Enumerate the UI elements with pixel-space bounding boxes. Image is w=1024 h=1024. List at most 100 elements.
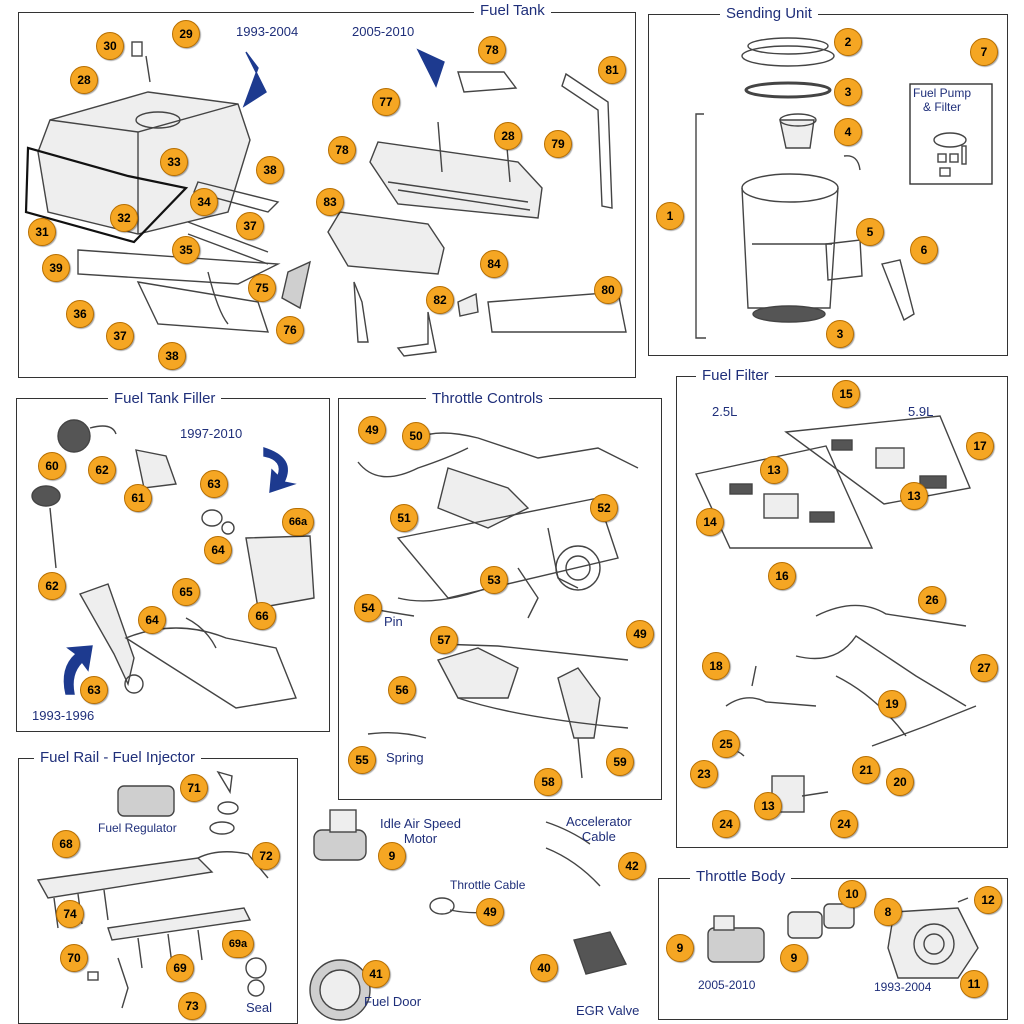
callout-25[interactable]: 25 [712, 730, 740, 758]
callout-32[interactable]: 32 [110, 204, 138, 232]
callout-66a[interactable]: 66a [282, 508, 314, 536]
callout-7[interactable]: 7 [970, 38, 998, 66]
callout-63-top[interactable]: 63 [200, 470, 228, 498]
callout-38-a[interactable]: 38 [158, 342, 186, 370]
callout-4[interactable]: 4 [834, 118, 862, 146]
callout-41[interactable]: 41 [362, 960, 390, 988]
callout-59[interactable]: 59 [606, 748, 634, 776]
callout-83[interactable]: 83 [316, 188, 344, 216]
callout-12[interactable]: 12 [974, 886, 1002, 914]
callout-15[interactable]: 15 [832, 380, 860, 408]
callout-13-c[interactable]: 13 [754, 792, 782, 820]
callout-3-top[interactable]: 3 [834, 78, 862, 106]
callout-39[interactable]: 39 [42, 254, 70, 282]
callout-57[interactable]: 57 [430, 626, 458, 654]
callout-37-b[interactable]: 37 [236, 212, 264, 240]
callout-78-a[interactable]: 78 [478, 36, 506, 64]
callout-70[interactable]: 70 [60, 944, 88, 972]
callout-68[interactable]: 68 [52, 830, 80, 858]
callout-16[interactable]: 16 [768, 562, 796, 590]
callout-72[interactable]: 72 [252, 842, 280, 870]
callout-20[interactable]: 20 [886, 768, 914, 796]
callout-73[interactable]: 73 [178, 992, 206, 1020]
fuel-door-label: Fuel Door [364, 994, 422, 1009]
callout-8[interactable]: 8 [874, 898, 902, 926]
callout-76[interactable]: 76 [276, 316, 304, 344]
callout-19[interactable]: 19 [878, 690, 906, 718]
callout-81[interactable]: 81 [598, 56, 626, 84]
callout-28-old[interactable]: 28 [70, 66, 98, 94]
callout-33[interactable]: 33 [160, 148, 188, 176]
callout-3-bottom[interactable]: 3 [826, 320, 854, 348]
callout-11[interactable]: 11 [960, 970, 988, 998]
callout-66[interactable]: 66 [248, 602, 276, 630]
callout-37-a[interactable]: 37 [106, 322, 134, 350]
callout-2[interactable]: 2 [834, 28, 862, 56]
misc-parts-drawing [309, 809, 628, 1021]
throttle-controls-title: Throttle Controls [426, 390, 549, 408]
sending-unit-drawing [695, 37, 993, 339]
callout-24-a[interactable]: 24 [712, 810, 740, 838]
callout-18[interactable]: 18 [702, 652, 730, 680]
callout-63-bottom[interactable]: 63 [80, 676, 108, 704]
callout-36[interactable]: 36 [66, 300, 94, 328]
callout-38-b[interactable]: 38 [256, 156, 284, 184]
callout-13-a[interactable]: 13 [760, 456, 788, 484]
callout-9-tb-2005[interactable]: 9 [666, 934, 694, 962]
callout-42[interactable]: 42 [618, 852, 646, 880]
callout-14[interactable]: 14 [696, 508, 724, 536]
callout-49-top[interactable]: 49 [358, 416, 386, 444]
callout-69[interactable]: 69 [166, 954, 194, 982]
callout-50[interactable]: 50 [402, 422, 430, 450]
callout-5[interactable]: 5 [856, 218, 884, 246]
callout-52[interactable]: 52 [590, 494, 618, 522]
callout-71[interactable]: 71 [180, 774, 208, 802]
callout-75[interactable]: 75 [248, 274, 276, 302]
callout-64-bottom[interactable]: 64 [138, 606, 166, 634]
callout-55[interactable]: 55 [348, 746, 376, 774]
sending-unit-panel [648, 14, 1008, 356]
callout-10[interactable]: 10 [838, 880, 866, 908]
callout-24-b[interactable]: 24 [830, 810, 858, 838]
callout-9-tb-mid[interactable]: 9 [780, 944, 808, 972]
callout-40[interactable]: 40 [530, 954, 558, 982]
callout-62-bottom[interactable]: 62 [38, 572, 66, 600]
egr-valve-label: EGR Valve [576, 1003, 640, 1018]
callout-69a[interactable]: 69a [222, 930, 254, 958]
callout-49-mid[interactable]: 49 [626, 620, 654, 648]
callout-35[interactable]: 35 [172, 236, 200, 264]
callout-53[interactable]: 53 [480, 566, 508, 594]
callout-82[interactable]: 82 [426, 286, 454, 314]
callout-64-top[interactable]: 64 [204, 536, 232, 564]
callout-62-top[interactable]: 62 [88, 456, 116, 484]
callout-56[interactable]: 56 [388, 676, 416, 704]
callout-17[interactable]: 17 [966, 432, 994, 460]
callout-78-b[interactable]: 78 [328, 136, 356, 164]
callout-60[interactable]: 60 [38, 452, 66, 480]
callout-9-iac[interactable]: 9 [378, 842, 406, 870]
callout-58[interactable]: 58 [534, 768, 562, 796]
callout-74[interactable]: 74 [56, 900, 84, 928]
callout-77[interactable]: 77 [372, 88, 400, 116]
callout-13-b[interactable]: 13 [900, 482, 928, 510]
callout-80[interactable]: 80 [594, 276, 622, 304]
callout-27[interactable]: 27 [970, 654, 998, 682]
callout-54[interactable]: 54 [354, 594, 382, 622]
fuel-tank-drawing [24, 41, 627, 357]
callout-49-cable[interactable]: 49 [476, 898, 504, 926]
callout-21[interactable]: 21 [852, 756, 880, 784]
callout-23[interactable]: 23 [690, 760, 718, 788]
callout-6[interactable]: 6 [910, 236, 938, 264]
callout-28-new[interactable]: 28 [494, 122, 522, 150]
callout-65[interactable]: 65 [172, 578, 200, 606]
callout-29[interactable]: 29 [172, 20, 200, 48]
callout-61[interactable]: 61 [124, 484, 152, 512]
callout-26[interactable]: 26 [918, 586, 946, 614]
callout-51[interactable]: 51 [390, 504, 418, 532]
callout-79[interactable]: 79 [544, 130, 572, 158]
callout-30[interactable]: 30 [96, 32, 124, 60]
callout-1[interactable]: 1 [656, 202, 684, 230]
callout-34[interactable]: 34 [190, 188, 218, 216]
callout-84[interactable]: 84 [480, 250, 508, 278]
callout-31[interactable]: 31 [28, 218, 56, 246]
